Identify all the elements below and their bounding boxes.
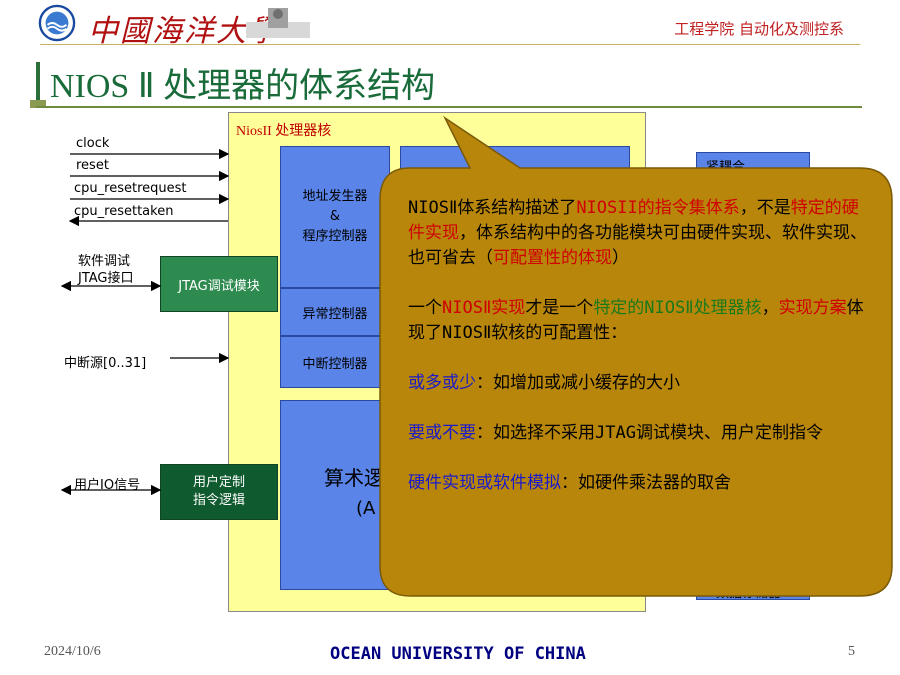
signal-cpu-resettaken: cpu_resettaken xyxy=(74,204,174,219)
alu-label: 算术逻 xyxy=(324,466,384,490)
department-name: 工程学院 自动化及测控系 xyxy=(674,20,844,38)
exception-controller-box: 异常控制器 xyxy=(280,288,390,336)
signal-irq: 中断源[0..31] xyxy=(64,356,147,371)
callout-paragraph-1: NIOSⅡ体系结构描述了NIOSII的指令集体系，不是特定的硬件实现，体系结构中… xyxy=(408,198,867,268)
callout-paragraph-5: 硬件实现或软件模拟：如硬件乘法器的取舍 xyxy=(408,473,731,493)
title-accent-bullet xyxy=(30,100,46,108)
signal-reset: reset xyxy=(76,158,109,173)
signal-clock: clock xyxy=(76,136,110,151)
footer-university-name: OCEAN UNIVERSITY OF CHINA xyxy=(330,644,586,664)
alu-sub-label: (A xyxy=(356,498,376,519)
title-underline xyxy=(36,106,862,108)
page-number: 5 xyxy=(848,644,855,659)
custom-logic-line1: 用户定制 xyxy=(192,475,245,490)
interrupt-controller-box: 中断控制器 xyxy=(280,336,390,388)
signal-jtag-line1: 软件调试 xyxy=(78,254,131,269)
processor-core-label: NiosII 处理器核 xyxy=(236,124,332,139)
custom-instruction-logic-box: 用户定制 指令逻辑 xyxy=(160,464,278,520)
header-divider xyxy=(40,44,860,45)
custom-logic-line2: 指令逻辑 xyxy=(192,493,245,508)
address-generator-amp: & xyxy=(329,209,341,224)
address-generator-label: 地址发生器 xyxy=(302,189,368,204)
program-controller-label: 程序控制器 xyxy=(302,229,368,244)
footer-date: 2024/10/6 xyxy=(44,644,101,659)
callout-paragraph-3: 或多或少：如增加或减小缓存的大小 xyxy=(408,373,680,393)
callout-text: NIOSⅡ体系结构描述了NIOSII的指令集体系，不是特定的硬件实现，体系结构中… xyxy=(408,196,874,496)
signal-cpu-resetrequest: cpu_resetrequest xyxy=(74,181,187,196)
building-illustration-icon xyxy=(246,8,310,38)
university-logo-icon xyxy=(38,4,76,42)
callout-paragraph-2: 一个NIOSⅡ实现才是一个特定的NIOSⅡ处理器核，实现方案体现了NIOSⅡ软核… xyxy=(408,298,864,343)
page-title: NIOS Ⅱ 处理器的体系结构 xyxy=(50,68,436,105)
jtag-debug-module-box: JTAG调试模块 xyxy=(160,256,278,312)
title-accent-bar xyxy=(36,62,40,104)
callout-paragraph-4: 要或不要：如选择不采用JTAG调试模块、用户定制指令 xyxy=(408,423,823,443)
